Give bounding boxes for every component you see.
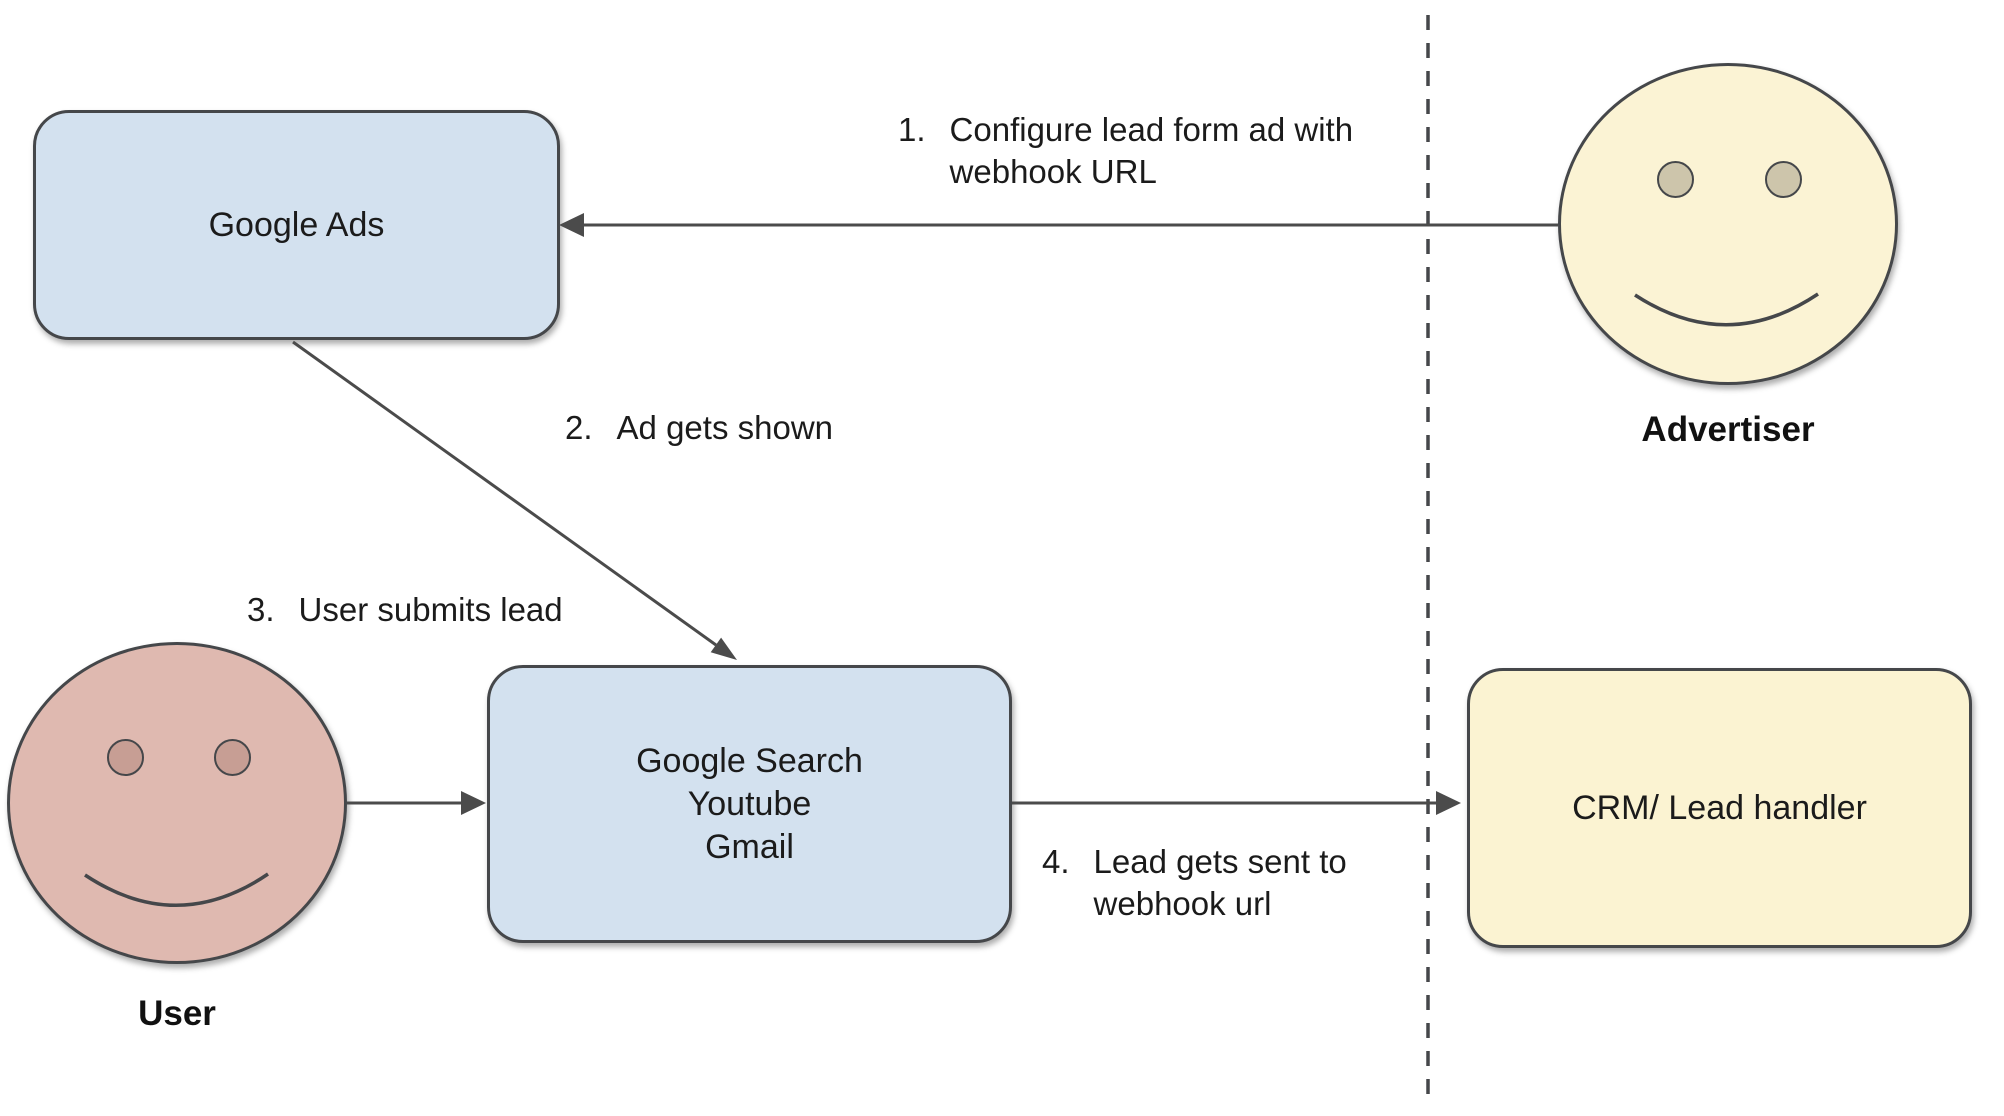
step-2-number: 2.	[565, 409, 593, 446]
step-2-line-1: Ad gets shown	[616, 409, 833, 446]
advertiser-label: Advertiser	[1641, 410, 1815, 449]
google-ads-label: Google Ads	[208, 205, 385, 244]
advertiser-left-eye-icon	[1657, 161, 1694, 198]
step-1-label: 1. Configure lead form ad with webhook U…	[898, 109, 1353, 193]
step-4-line-1: Lead gets sent to	[1093, 843, 1347, 880]
step-1-line-2: webhook URL	[949, 153, 1157, 190]
arrow-2-head-icon	[710, 637, 737, 660]
step-3-label: 3. User submits lead	[247, 589, 563, 631]
step-2-label: 2. Ad gets shown	[565, 407, 833, 449]
google-ads-node: Google Ads	[33, 110, 560, 340]
step-1-number: 1.	[898, 111, 926, 148]
crm-node: CRM/ Lead handler	[1467, 668, 1972, 948]
step-3-number: 3.	[247, 591, 275, 628]
advertiser-smiley-face-icon	[1558, 63, 1898, 385]
arrow-4-head-icon	[1436, 791, 1461, 815]
user-left-eye-icon	[107, 739, 144, 776]
user-label: User	[138, 994, 216, 1033]
platforms-line-gmail: Gmail	[705, 827, 794, 866]
user-smiley-face-icon	[7, 642, 347, 964]
arrow-1-head-icon	[559, 213, 584, 237]
platforms-line-youtube: Youtube	[687, 784, 812, 823]
arrow-3-head-icon	[461, 791, 486, 815]
platforms-line-google-search: Google Search	[636, 741, 863, 780]
step-3-line-1: User submits lead	[298, 591, 563, 628]
step-4-line-2: webhook url	[1093, 885, 1272, 922]
step-1-line-1: Configure lead form ad with	[949, 111, 1354, 148]
step-4-label: 4. Lead gets sent to webhook url	[1042, 841, 1347, 925]
crm-label: CRM/ Lead handler	[1572, 788, 1867, 827]
platforms-label: Google Search Youtube Gmail	[636, 740, 863, 869]
advertiser-right-eye-icon	[1765, 161, 1802, 198]
step-4-number: 4.	[1042, 843, 1070, 880]
platforms-node: Google Search Youtube Gmail	[487, 665, 1012, 943]
user-right-eye-icon	[214, 739, 251, 776]
